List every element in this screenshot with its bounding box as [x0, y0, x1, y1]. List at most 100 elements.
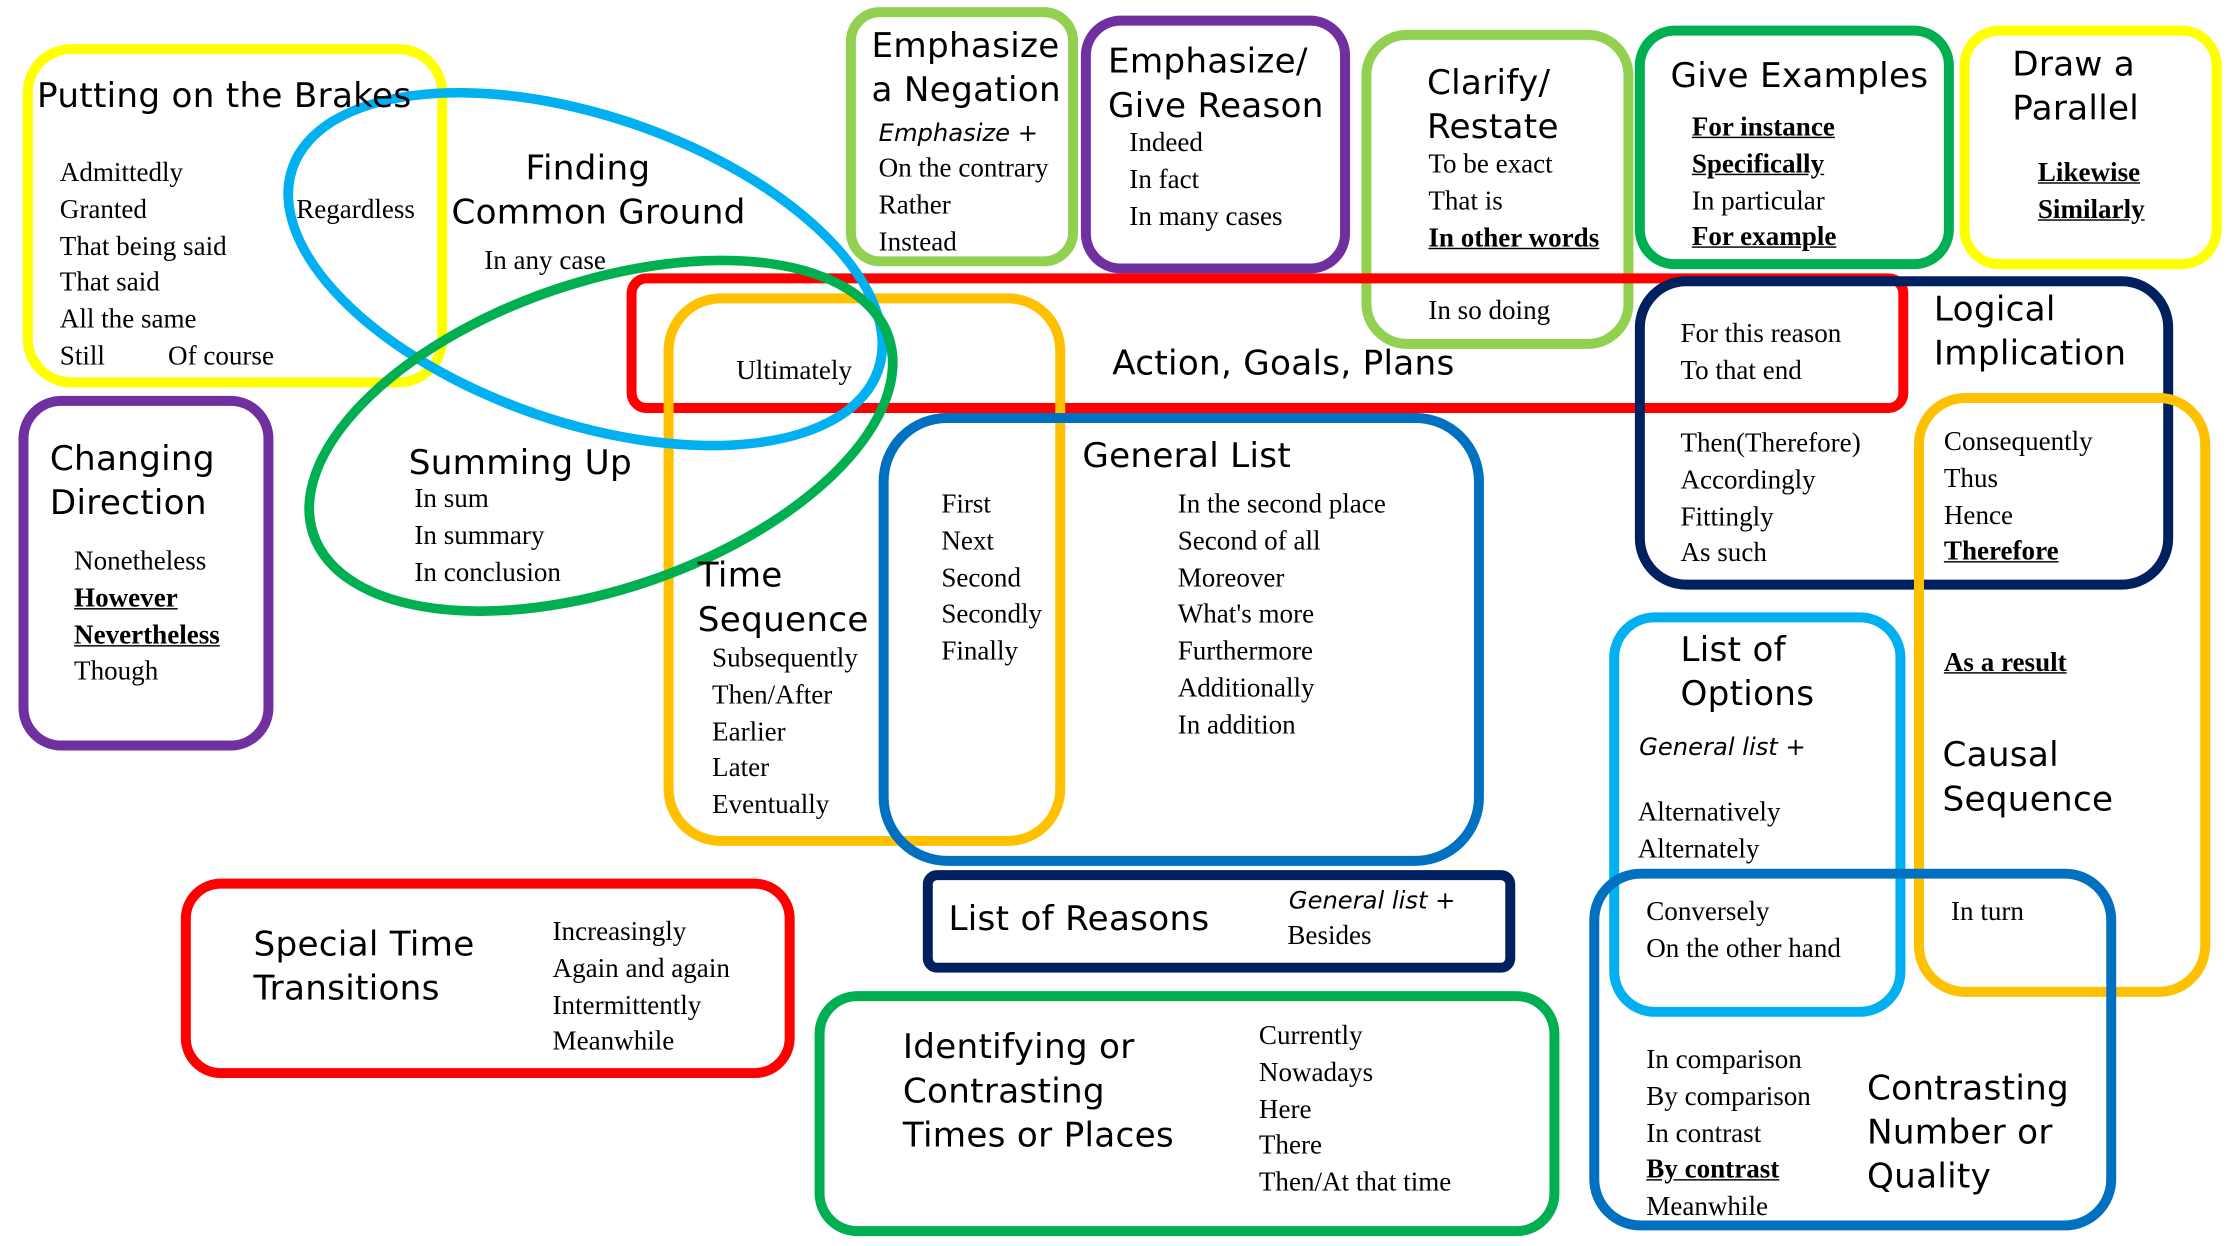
list-item: Conversely: [1646, 897, 1770, 928]
list-item: Granted: [59, 194, 147, 225]
changing-box: [18, 395, 274, 751]
list-item: In other words: [1428, 223, 1600, 253]
list-item: In comparison: [1646, 1045, 1802, 1076]
contrasting-box: [1589, 868, 2117, 1231]
list-item: Meanwhile: [552, 1027, 675, 1058]
times-places-title-1: Identifying or: [902, 1026, 1135, 1067]
action-box: [626, 273, 1909, 413]
list-item: In contrast: [1646, 1118, 1762, 1149]
time-seq-title-2: Sequence: [697, 599, 869, 640]
logical-title-2: Implication: [1933, 333, 2127, 374]
clarify-box: [1361, 29, 1634, 349]
as-a-result-label: As a result: [1943, 647, 2067, 678]
time-seq-box: [663, 293, 1066, 846]
list-item: In many cases: [1129, 201, 1283, 232]
list-item: Currently: [1258, 1021, 1363, 1051]
options-prefix: General list +: [1639, 733, 1806, 762]
times-places-title-3: Times or Places: [902, 1115, 1174, 1155]
changing-title-1: Changing: [49, 438, 215, 479]
list-item: Rather: [878, 190, 951, 221]
list-item: By contrast: [1646, 1155, 1780, 1186]
causal-title-2: Sequence: [1942, 778, 2114, 819]
times-places-list: Currently Nowadays Here There Then/At th…: [1259, 1018, 1451, 1202]
list-item: Nevertheless: [74, 620, 220, 651]
list-item: Finally: [941, 636, 1019, 667]
list-item: Next: [941, 526, 994, 557]
list-item: Therefore: [1943, 537, 2059, 568]
list-item: Thus: [1943, 463, 1999, 494]
reasons-box: [922, 870, 1516, 973]
list-item: That being said: [59, 231, 227, 262]
examples-title: Give Examples: [1670, 55, 1929, 96]
contrasting-title-3: Quality: [1866, 1156, 1992, 1197]
list-item: For instance: [1691, 112, 1835, 143]
list-item: In sum: [414, 484, 489, 515]
list-item: Here: [1258, 1094, 1312, 1125]
list-item: What's more: [1177, 600, 1315, 631]
brakes-extra: Of course: [168, 341, 274, 372]
list-item: Though: [74, 657, 159, 687]
contrasting-title-1: Contrasting: [1866, 1068, 2070, 1108]
common-ground-item: In any case: [484, 246, 606, 277]
list-item: On the other hand: [1646, 933, 1841, 964]
parallel-box: [1959, 25, 2222, 270]
list-item: Admittedly: [59, 158, 184, 188]
reason-box: [1080, 15, 1351, 274]
list-item: Then/After: [712, 680, 833, 711]
negation-list: On the contrary Rather Instead: [879, 151, 1049, 261]
brakes-box: [22, 44, 448, 388]
reasons-title: List of Reasons: [948, 898, 1210, 939]
list-item: However: [74, 583, 178, 614]
list-item: That said: [59, 268, 160, 299]
contrasting-list: In comparison By comparison In contrast …: [1646, 1042, 1811, 1226]
list-item: Secondly: [941, 600, 1043, 631]
clarify-list: To be exact That is In other words: [1428, 147, 1599, 257]
brakes-list: Admittedly Granted That being said That …: [60, 155, 227, 375]
causal-list: Consequently Thus Hence Therefore: [1944, 424, 2093, 571]
list-item: As such: [1680, 538, 1767, 569]
in-turn-label: In turn: [1951, 897, 2024, 928]
summing-list: In sum In summary In conclusion: [414, 481, 561, 591]
list-item: Nonetheless: [74, 546, 207, 577]
causal-title-1: Causal: [1942, 734, 2059, 775]
parallel-title-1: Draw a: [2012, 44, 2136, 85]
list-item: Eventually: [712, 790, 830, 821]
changing-title-2: Direction: [49, 482, 207, 523]
list-item: For this reason: [1680, 318, 1842, 349]
list-item: Alternatively: [1637, 797, 1781, 828]
negation-title-1: Emphasize: [871, 25, 1060, 66]
list-item: In particular: [1691, 185, 1825, 216]
list-item: Consequently: [1943, 427, 2093, 458]
common-ground-title-2: Common Ground: [451, 192, 746, 233]
list-item: Furthermore: [1177, 636, 1313, 667]
options-title-1: List of: [1680, 629, 1786, 670]
summing-title: Summing Up: [408, 442, 632, 483]
examples-box: [1634, 25, 1954, 270]
list-item: Moreover: [1177, 563, 1285, 594]
reasons-item: Besides: [1287, 921, 1372, 952]
time-seq-title-1: Time: [697, 555, 783, 596]
times-places-box: [814, 991, 1560, 1237]
list-item: In summary: [414, 520, 545, 551]
list-item: That is: [1428, 186, 1503, 217]
common-ground-title-1: Finding: [525, 148, 651, 188]
time-seq-list: Subsequently Then/After Earlier Later Ev…: [712, 641, 858, 825]
clarify-title-2: Restate: [1426, 106, 1559, 147]
negation-title-2: a Negation: [871, 69, 1061, 110]
list-item: Then/At that time: [1258, 1168, 1452, 1198]
logical-list: Then(Therefore) Accordingly Fittingly As…: [1680, 426, 1860, 573]
action-list: For this reason To that end: [1680, 316, 1841, 389]
clarify-title-1: Clarify/: [1426, 62, 1551, 103]
action-title: Action, Goals, Plans: [1112, 343, 1455, 384]
list-item: For example: [1691, 222, 1837, 253]
reason-list: Indeed In fact In many cases: [1129, 125, 1282, 235]
general-list-col1: First Next Second Secondly Finally: [941, 487, 1042, 671]
list-item: Then(Therefore): [1680, 428, 1861, 459]
list-item: In conclusion: [414, 557, 561, 588]
negation-box: [845, 7, 1079, 267]
clarify-extra: In so doing: [1428, 296, 1551, 327]
list-item: All the same: [59, 305, 197, 335]
general-list-col2: In the second place Second of all Moreov…: [1178, 487, 1386, 744]
list-item: First: [941, 489, 991, 520]
list-item: On the contrary: [878, 153, 1049, 184]
